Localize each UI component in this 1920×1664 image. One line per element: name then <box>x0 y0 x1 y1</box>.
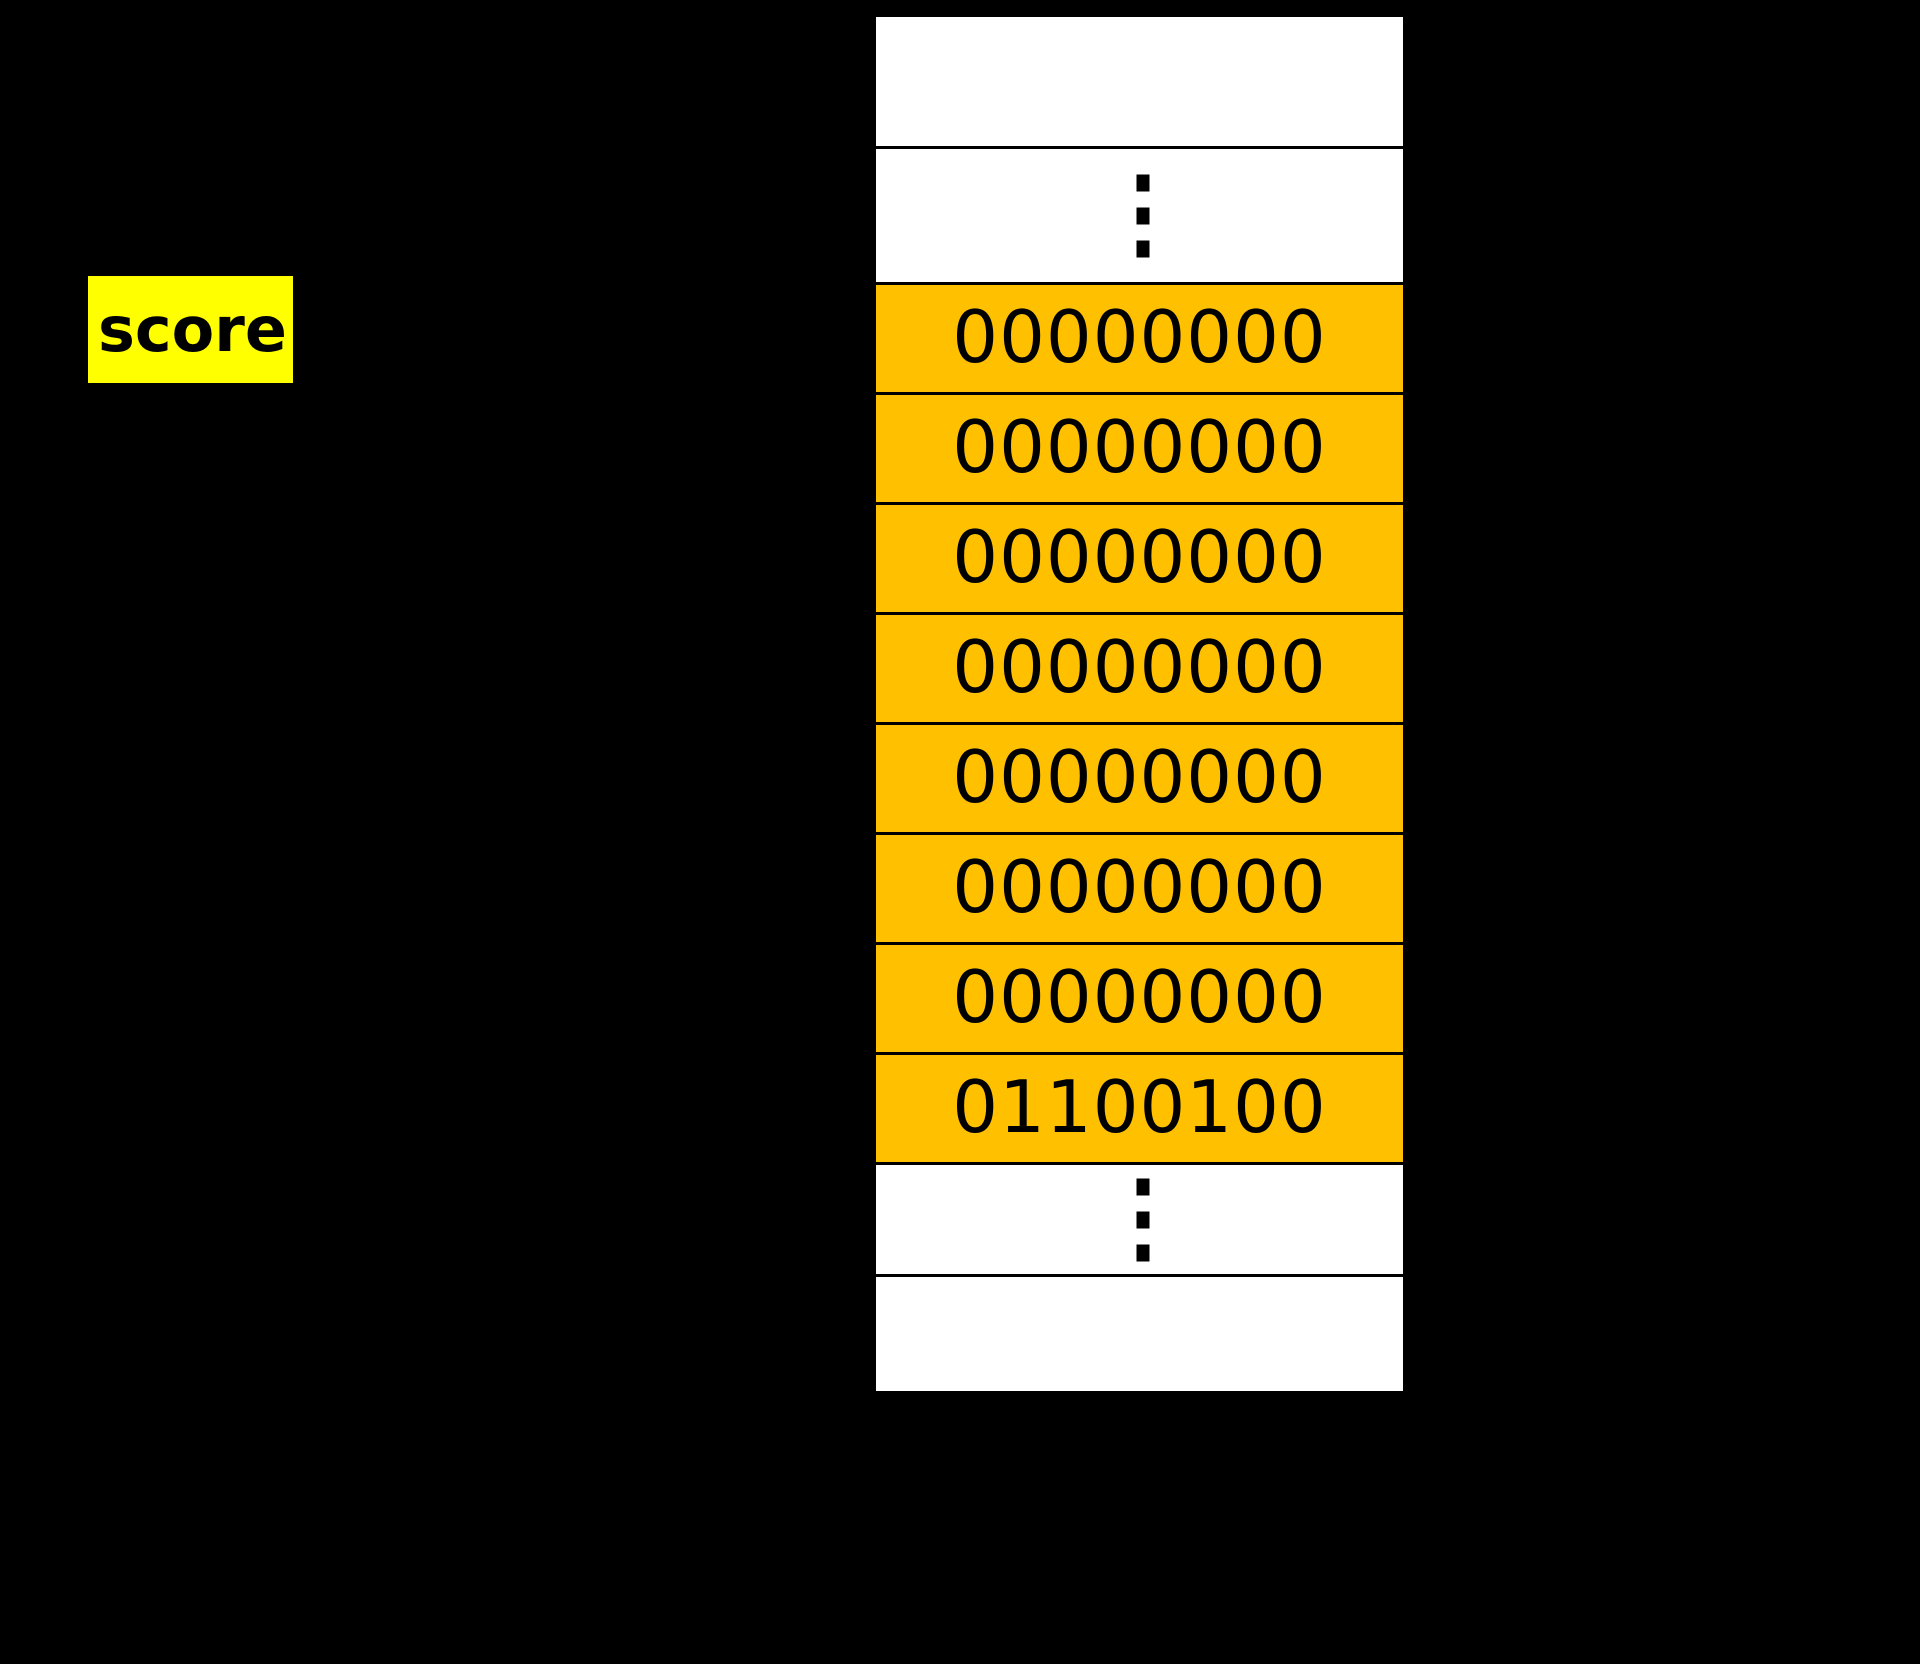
byte-value: 00000000 <box>952 954 1327 1039</box>
variable-label-score: score <box>88 276 293 383</box>
memory-cell-empty-bottom <box>873 1274 1406 1394</box>
memory-cell-byte: 00000000 <box>873 392 1406 502</box>
memory-cell-ellipsis-top <box>873 146 1406 282</box>
byte-value: 00000000 <box>952 514 1327 599</box>
memory-cell-byte: 00000000 <box>873 942 1406 1052</box>
byte-value: 01100100 <box>952 1064 1327 1149</box>
vertical-ellipsis-icon <box>1136 1170 1149 1269</box>
byte-value: 00000000 <box>952 624 1327 709</box>
memory-cell-byte: 00000000 <box>873 282 1406 392</box>
memory-cell-byte: 00000000 <box>873 612 1406 722</box>
byte-value: 00000000 <box>952 844 1327 929</box>
memory-cell-byte: 00000000 <box>873 502 1406 612</box>
byte-value: 00000000 <box>952 294 1327 379</box>
memory-column: 00000000 00000000 00000000 00000000 0000… <box>873 14 1406 1394</box>
memory-cell-byte: 00000000 <box>873 832 1406 942</box>
memory-cell-empty-top <box>873 14 1406 146</box>
memory-cell-byte: 00000000 <box>873 722 1406 832</box>
byte-value: 00000000 <box>952 734 1327 819</box>
memory-cell-ellipsis-bottom <box>873 1162 1406 1274</box>
byte-value: 00000000 <box>952 404 1327 489</box>
memory-cell-byte: 01100100 <box>873 1052 1406 1162</box>
vertical-ellipsis-icon <box>1136 166 1149 265</box>
